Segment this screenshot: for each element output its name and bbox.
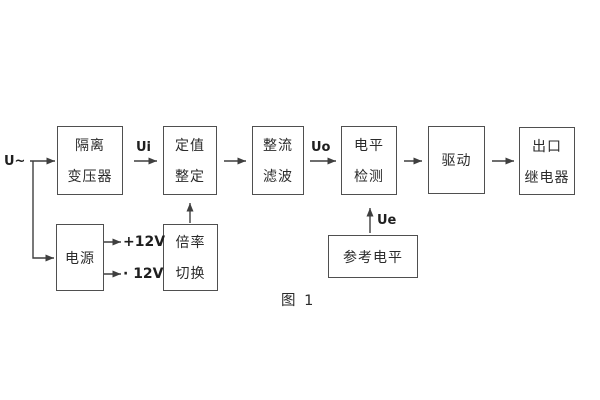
block-label-line: 隔离 (75, 138, 105, 154)
block-label-line: 电平 (354, 138, 384, 154)
figure-caption: 图 1 (281, 293, 316, 309)
label-plus-12v: +12V (123, 234, 166, 250)
label-ui-signal: Ui (136, 140, 152, 155)
block-label-line: 驱动 (441, 153, 472, 169)
block-label-line: 参考电平 (343, 249, 403, 266)
block-label-line: 检测 (354, 169, 384, 185)
block-isolation-transformer: 隔离 变压器 (57, 126, 123, 195)
block-setting-adjust: 定值 整定 (163, 126, 217, 195)
block-level-detect: 电平 检测 (341, 126, 397, 195)
block-label-line: 定值 (175, 138, 205, 154)
power-feed-line (32, 161, 54, 262)
block-label-line: 整定 (175, 169, 205, 185)
block-rectifier-filter: 整流 滤波 (252, 126, 304, 195)
block-driver: 驱动 (428, 126, 485, 194)
label-ue-reference: Ue (377, 213, 397, 228)
block-label-line: 出口 (532, 138, 562, 155)
block-power-supply: 电源 (56, 224, 104, 291)
block-label-line: 继电器 (524, 169, 570, 186)
label-input-voltage: U~ (4, 154, 26, 169)
block-label-line: 整流 (263, 138, 293, 154)
block-reference-level: 参考电平 (328, 235, 418, 278)
block-label-line: 变压器 (67, 169, 113, 185)
block-label-line: 切换 (175, 266, 206, 282)
block-label-line: 滤波 (263, 169, 293, 185)
block-label-line: 倍率 (175, 235, 206, 251)
block-ratio-switch: 倍率 切换 (163, 224, 218, 291)
block-output-relay: 出口 继电器 (519, 127, 575, 195)
label-minus-12v: · 12V (123, 266, 164, 282)
block-label-line: 电源 (65, 250, 95, 267)
label-uo-signal: Uo (311, 140, 331, 155)
